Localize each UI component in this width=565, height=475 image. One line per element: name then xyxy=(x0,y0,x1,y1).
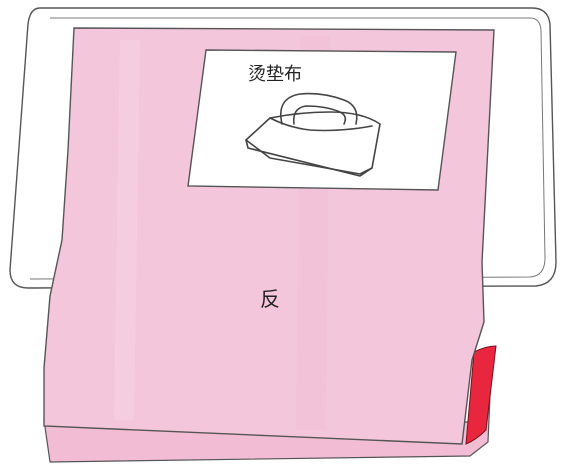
pressing-cloth-label: 烫垫布 xyxy=(248,64,302,85)
fabric-shading xyxy=(114,40,140,420)
wrong-side-label: 反 xyxy=(260,287,280,311)
pressing-cloth xyxy=(187,49,457,191)
iron-icon xyxy=(245,92,381,177)
ironing-board-inner-edge xyxy=(29,17,546,280)
red-selvage-edge xyxy=(465,345,497,445)
